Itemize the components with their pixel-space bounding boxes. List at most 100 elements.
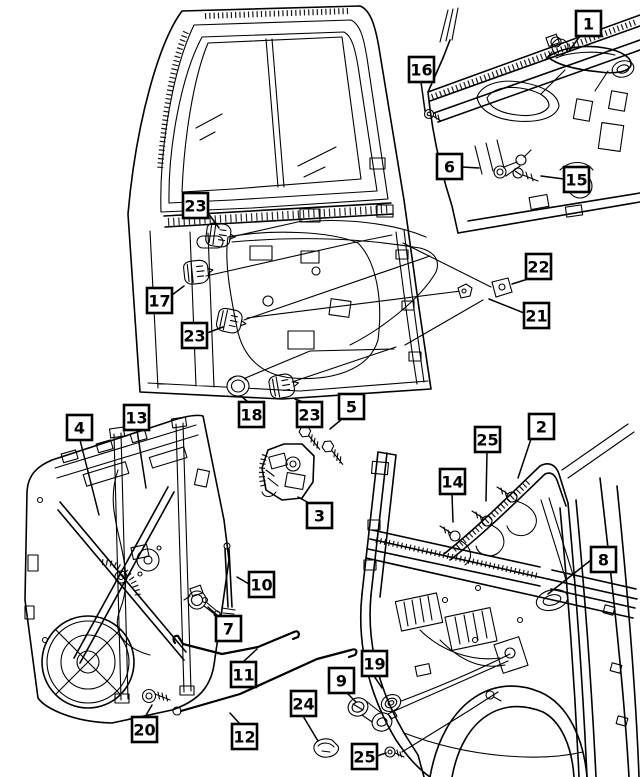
callout-box[interactable] (435, 152, 464, 181)
callout-1[interactable]: 1 (568, 9, 603, 52)
callout-label: 10 (250, 576, 272, 595)
callout-label: 21 (525, 307, 547, 326)
callout-21[interactable]: 21 (488, 298, 551, 330)
callout-label: 7 (223, 620, 234, 639)
callout-leader-line (207, 606, 219, 617)
callout-box[interactable] (522, 301, 551, 330)
callout-box[interactable] (589, 545, 618, 574)
callout-leader-line (242, 648, 258, 663)
callout-box[interactable] (230, 722, 259, 751)
callout-leader-line (206, 326, 224, 334)
callout-3[interactable]: 3 (297, 496, 334, 530)
callout-box[interactable] (130, 715, 159, 744)
callout-box[interactable] (247, 570, 276, 599)
callout-17[interactable]: 17 (145, 285, 185, 315)
callout-label: 23 (298, 406, 320, 425)
callout-box[interactable] (305, 501, 334, 530)
callout-label: 24 (292, 695, 314, 714)
callout-box[interactable] (145, 286, 174, 315)
callout-box[interactable] (574, 9, 603, 38)
callout-25-a[interactable]: 25 (350, 742, 387, 771)
callout-2[interactable]: 2 (517, 412, 556, 479)
frame-screw-b (471, 510, 505, 557)
callout-12[interactable]: 12 (229, 712, 259, 751)
callout-box[interactable] (214, 614, 243, 643)
callout-label: 14 (441, 473, 463, 492)
callout-8[interactable]: 8 (547, 545, 618, 595)
latch-rod-11 (172, 630, 300, 656)
clip-22 (491, 277, 513, 298)
callout-leader-line (207, 212, 220, 229)
callout-7[interactable]: 7 (207, 606, 243, 643)
callout-11[interactable]: 11 (229, 648, 258, 689)
callout-14[interactable]: 14 (438, 467, 467, 523)
callout-23-a[interactable]: 23 (181, 191, 220, 229)
callout-box[interactable] (229, 660, 258, 689)
callout-5[interactable]: 5 (329, 392, 366, 430)
callout-15[interactable]: 15 (540, 165, 591, 194)
callout-label: 23 (184, 197, 206, 216)
callout-box[interactable] (180, 321, 209, 350)
belt-molding (365, 529, 638, 619)
callout-box[interactable] (65, 413, 94, 442)
screw-20 (141, 688, 171, 704)
door-glass (181, 36, 362, 193)
callout-13[interactable]: 13 (122, 403, 151, 489)
callout-box[interactable] (473, 425, 502, 454)
callout-6[interactable]: 6 (435, 152, 480, 181)
callout-24[interactable]: 24 (289, 689, 319, 742)
callout-label: 25 (353, 748, 375, 767)
callout-23-c[interactable]: 23 (294, 398, 324, 429)
window-channel-rod-10 (221, 542, 236, 615)
handle-opening (476, 80, 560, 122)
window-regulator-module (24, 414, 230, 724)
callout-box[interactable] (327, 666, 356, 695)
callout-23-b[interactable]: 23 (180, 321, 224, 350)
callout-leader-line (420, 81, 426, 112)
frame-screw-c (439, 525, 472, 566)
callout-label: 16 (410, 61, 432, 80)
callout-box[interactable] (295, 400, 324, 429)
callout-leader-line (346, 692, 357, 703)
callout-box[interactable] (562, 165, 591, 194)
callout-box[interactable] (438, 467, 467, 496)
callout-19[interactable]: 19 (360, 649, 389, 689)
callout-box[interactable] (407, 55, 436, 84)
callout-leader-line (517, 438, 532, 479)
rod-clip-24 (313, 738, 340, 758)
callout-box[interactable] (289, 689, 318, 718)
callout-label: 25 (476, 431, 498, 450)
callout-box[interactable] (527, 412, 556, 441)
bolt-5-b (318, 438, 351, 465)
callout-25-b[interactable]: 25 (473, 425, 502, 502)
door-harness (231, 219, 438, 346)
callout-leader-line (144, 704, 153, 718)
callout-4[interactable]: 4 (65, 413, 100, 516)
callout-leader-line (229, 712, 241, 725)
door-speaker (41, 615, 135, 709)
callout-box[interactable] (337, 392, 366, 421)
rear-door-frame-with-glass (127, 5, 438, 400)
inner-panel-modules (394, 584, 569, 702)
callout-9[interactable]: 9 (327, 666, 357, 703)
callout-leader-line (329, 418, 343, 430)
callout-20[interactable]: 20 (130, 704, 159, 744)
callout-label: 20 (133, 721, 155, 740)
callout-box[interactable] (360, 649, 389, 678)
callout-box[interactable] (524, 252, 553, 281)
screw-16 (423, 108, 442, 122)
latch-rod-12 (172, 648, 358, 716)
callout-box[interactable] (181, 191, 210, 220)
latch-rods-and-hardware (141, 542, 358, 758)
callout-box[interactable] (237, 400, 266, 429)
callout-16[interactable]: 16 (407, 55, 436, 112)
callout-22[interactable]: 22 (511, 252, 553, 285)
callout-box[interactable] (350, 742, 379, 771)
callout-18[interactable]: 18 (237, 395, 266, 429)
callout-box[interactable] (122, 403, 151, 432)
callout-label: 3 (314, 507, 325, 526)
callout-leader-line (302, 715, 319, 742)
callout-10[interactable]: 10 (236, 570, 276, 599)
